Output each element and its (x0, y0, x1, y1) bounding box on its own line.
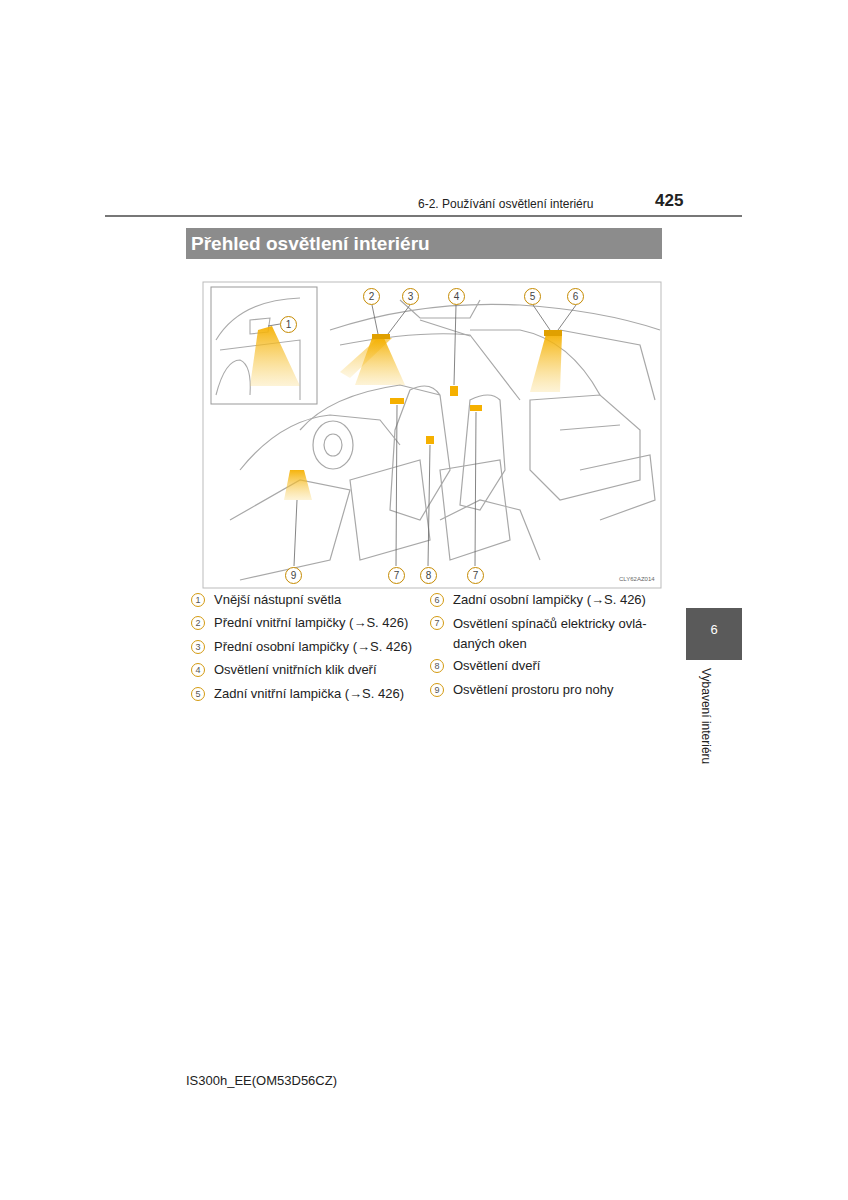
list-item: Přední osobní lampičky (→S. 426) (214, 638, 412, 655)
list-number: 1 (191, 593, 205, 607)
callout-number: 6 (567, 288, 584, 305)
list-item: Vnější nástupní světla (214, 591, 341, 608)
figure-code: CLY62AZ014 (619, 576, 655, 582)
section-title: Přehled osvětlení interiéru (191, 230, 430, 257)
page-number: 425 (655, 191, 683, 211)
callout-number: 5 (524, 288, 541, 305)
callout-number: 2 (363, 288, 380, 305)
callout-number: 9 (285, 567, 302, 584)
callout-number: 1 (280, 316, 297, 333)
running-header: 6-2. Používání osvětlení interiéru (418, 197, 593, 211)
callout-number: 3 (402, 288, 419, 305)
list-number: 2 (191, 616, 205, 630)
list-number: 5 (191, 687, 205, 701)
list-number: 8 (430, 659, 444, 673)
document-code: IS300h_EE(OM53D56CZ) (186, 1073, 337, 1088)
list-item: Osvětlení spínačů elektricky ovlá- danýc… (453, 614, 671, 654)
list-number: 3 (191, 640, 205, 654)
list-item: Zadní vnitřní lampička (→S. 426) (214, 685, 404, 702)
list-number: 7 (430, 616, 444, 630)
chapter-name: Vybavení interiéru (699, 668, 713, 764)
callout-number: 7 (467, 567, 484, 584)
list-number: 6 (430, 593, 444, 607)
callout-number: 7 (388, 567, 405, 584)
list-item: Osvětlení vnitřních klik dveří (214, 661, 377, 678)
list-item: Přední vnitřní lampičky (→S. 426) (214, 614, 408, 631)
callout-number: 4 (448, 288, 465, 305)
list-item: Osvětlení prostoru pro nohy (453, 681, 613, 698)
list-number: 4 (191, 663, 205, 677)
chapter-tab: 6 (686, 622, 742, 638)
callout-number: 8 (420, 567, 437, 584)
list-number: 9 (430, 683, 444, 697)
list-item: Osvětlení dveří (453, 657, 540, 674)
list-item: Zadní osobní lampičky (→S. 426) (453, 591, 646, 608)
